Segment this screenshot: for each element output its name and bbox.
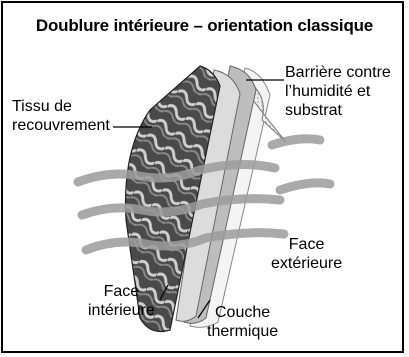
label-face-interieure-text: Face intérieure — [88, 283, 155, 319]
label-couche: Couche thermique — [207, 303, 278, 341]
label-barriere-text: Barrière contre l’humidité et substrat — [285, 64, 391, 119]
label-couche-text: Couche thermique — [207, 304, 278, 340]
label-barriere: Barrière contre l’humidité et substrat — [285, 63, 391, 120]
label-face-interieure: Face intérieure — [88, 282, 155, 320]
label-face-exterieure-text: Face extérieure — [271, 236, 342, 272]
label-tissu-text: Tissu de recouvrement — [12, 98, 110, 134]
label-face-exterieure: Face extérieure — [271, 235, 342, 273]
page-title: Doublure intérieure – orientation classi… — [0, 16, 409, 36]
label-tissu: Tissu de recouvrement — [12, 97, 110, 135]
